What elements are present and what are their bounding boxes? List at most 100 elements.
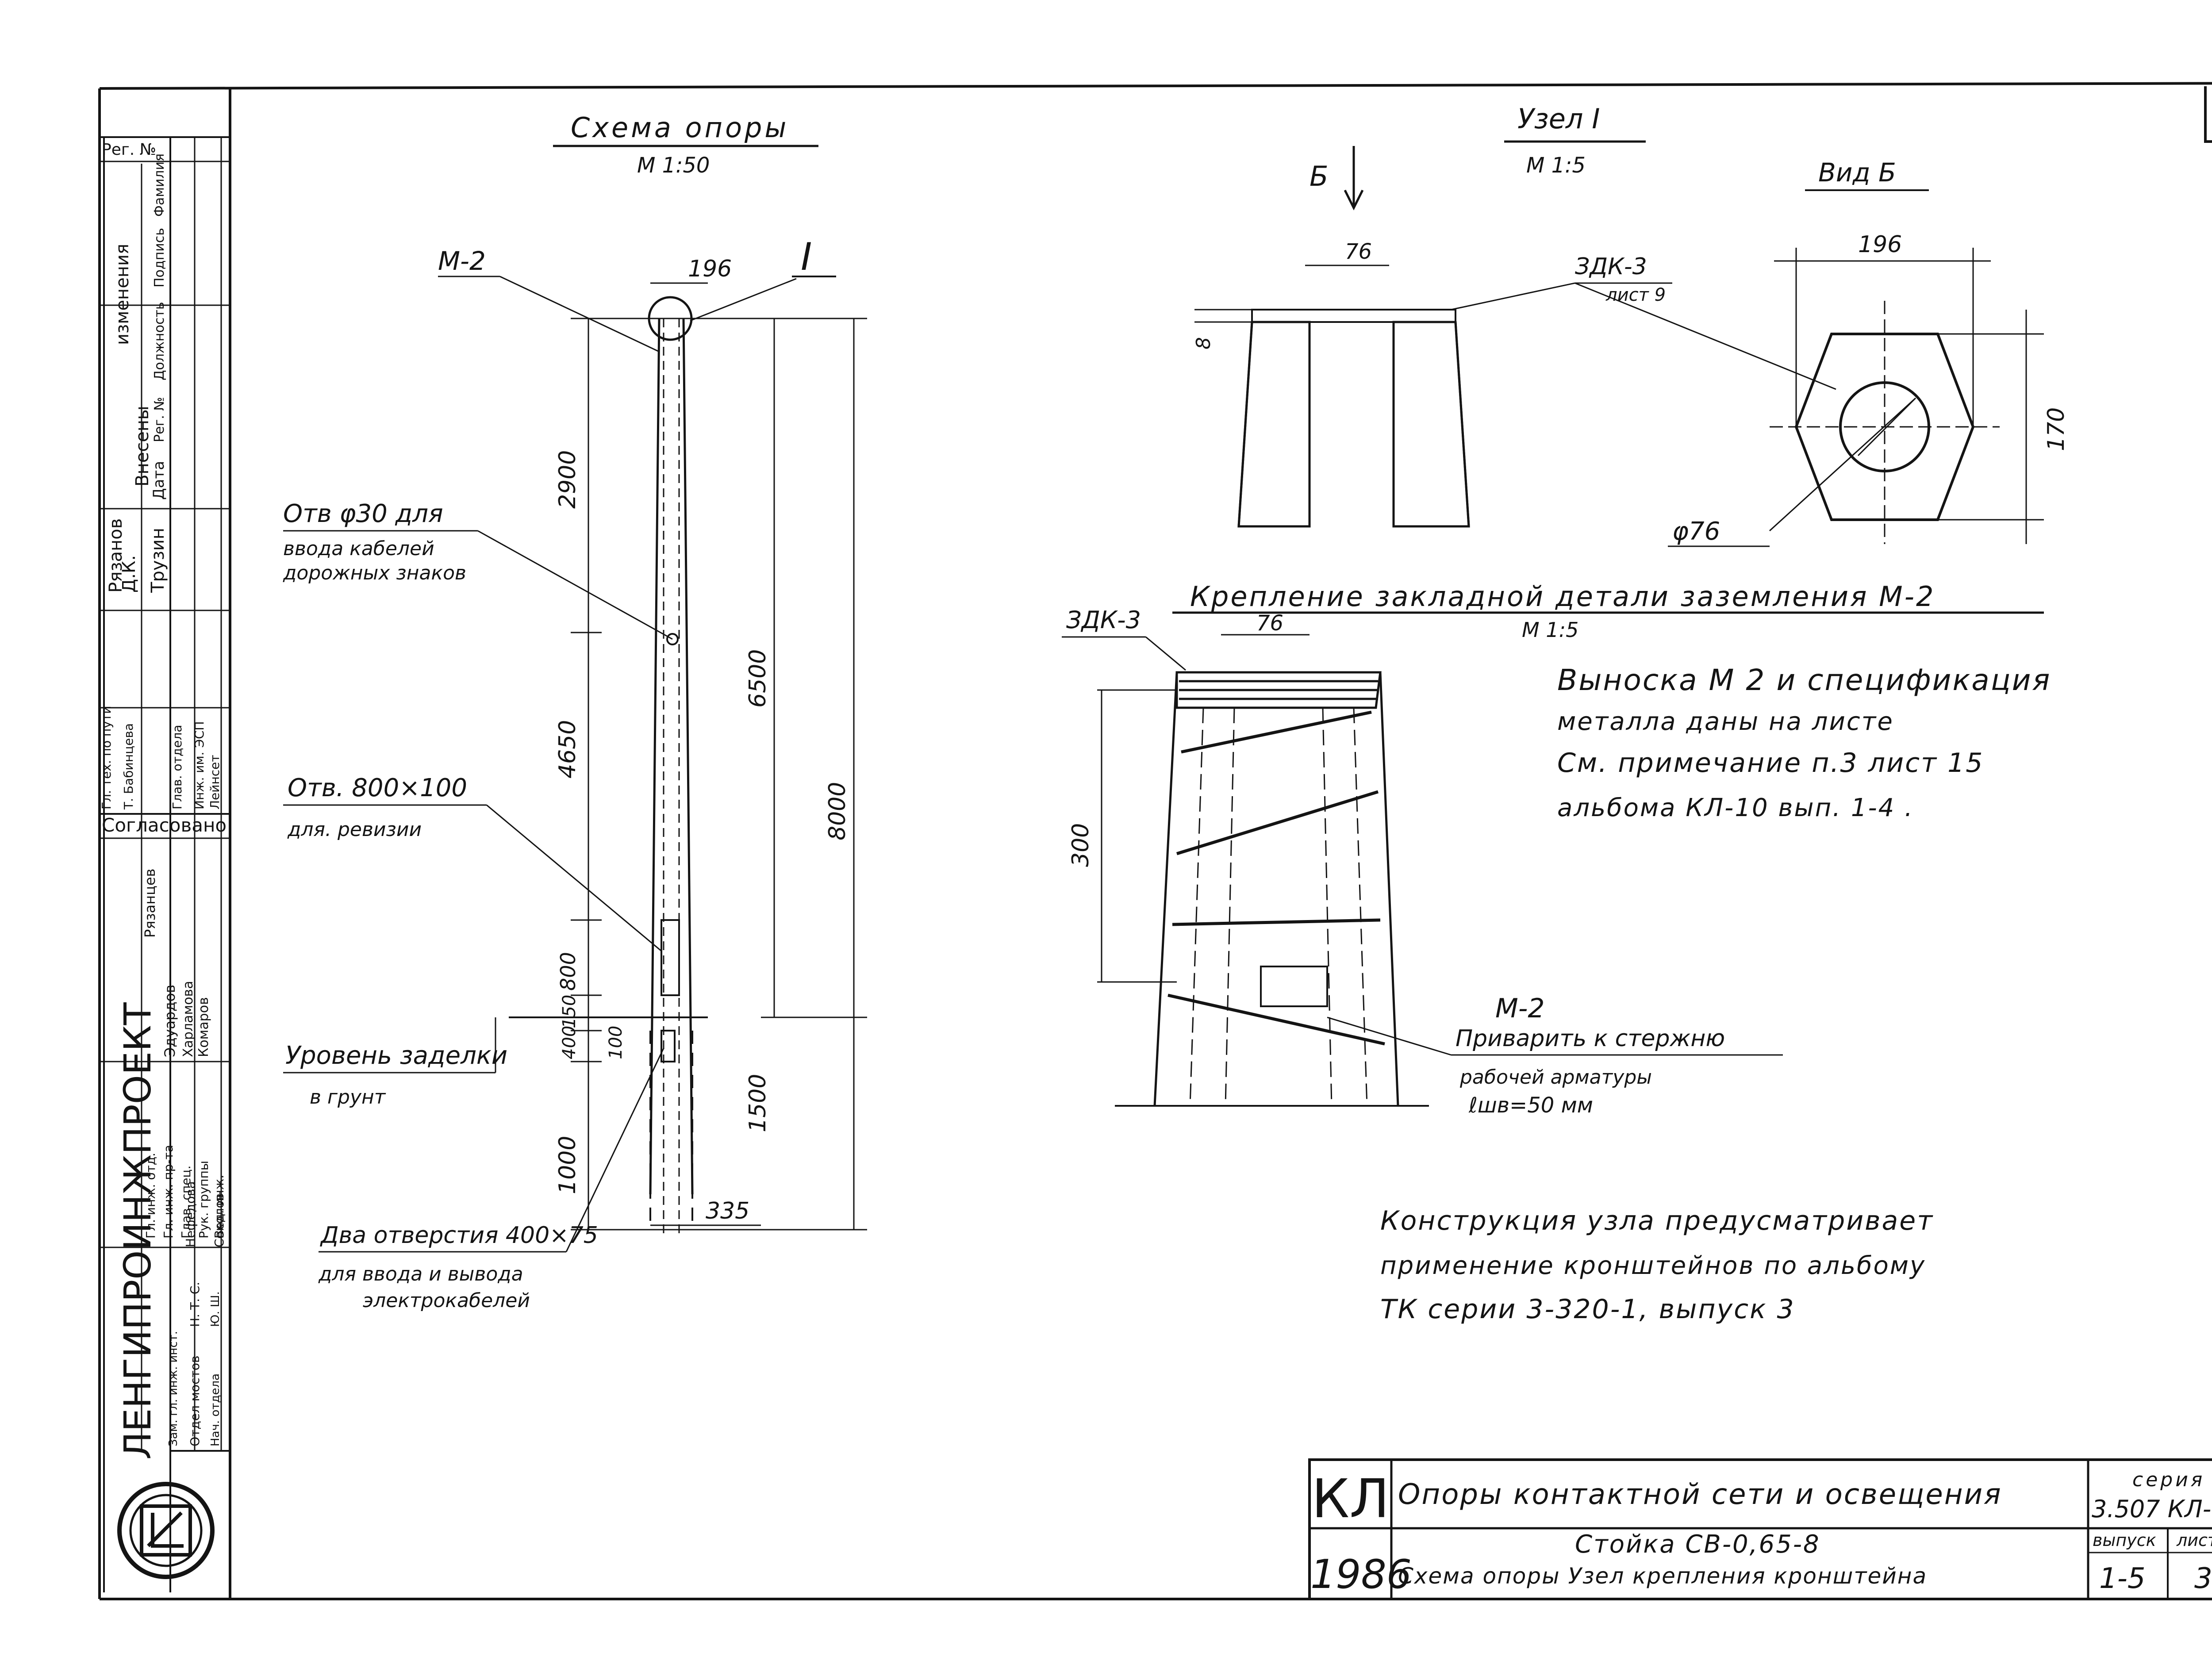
fastening-scale: М 1:5 [1522,618,1578,642]
construction-line2: применение кронштейнов по альбому [1380,1251,1926,1280]
fastening-zdk-label: ЗДК-3 [1066,606,1141,634]
role-1: Гл. инж. отд. [143,1153,158,1239]
title-block-subtitle-1: Стойка СВ-0,65-8 [1575,1530,1820,1559]
hole30-line3: дорожных знаков [283,562,466,584]
dim-1500: 1500 [745,1074,771,1132]
left-stamp: Рег. № Внесены изменения Дата Рег. № Дол… [99,136,230,1592]
weld-line2: рабочей арматуры [1459,1066,1652,1089]
title-block: КЛ 1986 Опоры контактной сети и освещени… [1308,1458,2212,1600]
dim-150: 150 [559,995,580,1028]
weld-line1: Приварить к стержню [1455,1025,1725,1052]
changes-label-2: изменения [112,244,133,345]
hole800-line2: для. ревизии [287,818,422,841]
title-block-year: 1986 [1310,1551,1412,1598]
name-4: Комаров [196,997,211,1057]
node-detail: Узел I М 1:5 Б 76 8 ЗДК-3 лист 9 [1192,103,1836,528]
node-scale: М 1:5 [1526,153,1586,178]
node-ref-I: I [801,235,812,279]
stamp-extra-3: Глав. отдела [170,725,184,809]
vynoska-line2: металла даны на листе [1557,707,1894,736]
dim-800: 800 [556,952,580,991]
fastening-m2-label: М-2 [1495,993,1545,1024]
view-b-dim-phi76: φ76 [1672,517,1720,546]
view-arrow-label: Б [1310,160,1329,192]
title-block-code: КЛ [1312,1469,1389,1530]
changes-header-sign: Подпись [152,228,167,288]
changes-label-1: Внесены [132,406,153,487]
name-7: Н. Т. С. [188,1282,202,1327]
changes-header-position: Должность [152,302,167,380]
node-dim-8: 8 [1192,337,1215,349]
m2-label: М-2 [438,246,486,276]
sheet-value: 3 [2194,1562,2212,1595]
construction-line1: Конструкция узла предусматривает [1380,1205,1934,1236]
dim-6500: 6500 [745,649,771,708]
role-3: Глав. спец. [179,1166,193,1239]
dim-335: 335 [706,1198,749,1224]
title-block-subtitle-2: Схема опоры Узел крепления кронштейна [1398,1563,1927,1589]
series-label: серия [2132,1469,2205,1491]
notes: Выноска М 2 и спецификация металла даны … [1380,663,2051,1325]
sheet-label: лист [2176,1530,2212,1550]
stamp-extra-1: Гл. тех. по пути [99,706,114,809]
two-holes-line1: Два отверстия 400×75 [320,1222,598,1249]
title-block-title: Опоры контактной сети и освещения [1398,1478,2002,1511]
weld-line3: ℓшв=50 мм [1468,1093,1593,1118]
node-zdk-sheet: лист 9 [1605,285,1666,305]
fastening-dim-76: 76 [1256,611,1283,636]
two-holes-line3: электрокабелей [363,1289,530,1312]
name-1: Рязанцев [142,869,158,938]
dim-1000: 1000 [554,1136,581,1194]
view-b-dim-196: 196 [1858,231,1902,258]
role-2: Гл. инж. пр-та [161,1145,176,1239]
dim-2900: 2900 [554,450,581,509]
view-b-dim-170: 170 [2043,407,2070,451]
stamp-person-3: Трузин [148,528,168,593]
role-6: Зам. гл. инж. инст. [167,1331,180,1446]
role-5: Вед. инж. [212,1175,227,1239]
node-title: Узел I [1517,103,1600,135]
fastening-detail: Крепление закладной детали заземления М-… [1062,580,2044,1118]
dim-400: 400 [559,1026,580,1059]
name-3: Харламова [180,981,196,1057]
pole-schema: Схема опоры М 1:50 196 I М-2 [283,111,867,1312]
role-8: Нач. отдела [209,1373,222,1446]
vynoska-line4: альбома КЛ-10 вып. 1-4 . [1557,794,1914,822]
hole800-line1: Отв. 800×100 [288,774,467,802]
hole30-line1: Отв φ30 для [283,499,443,528]
stamp-person-2: Д.К. [119,555,139,593]
series-value: 3.507 КЛ-10 [2092,1495,2212,1523]
construction-line3: ТК серии 3-320-1, выпуск 3 [1380,1294,1795,1325]
organisation-name: ЛЕНГИПРОИНЖПРОЕКТ [116,1002,159,1460]
name-8: Ю. Ш. [209,1291,222,1327]
view-b: Вид Б φ76 196 170 [1668,157,2070,547]
fastening-dim-300: 300 [1068,823,1094,867]
sheet-frame [98,82,2212,1600]
two-holes-line2: для ввода и вывода [318,1263,523,1285]
stamp-extra-5: Лейнсет [207,755,222,809]
vynoska-line1: Выноска М 2 и спецификация [1557,663,2051,697]
vynoska-line3: См. примечание п.3 лист 15 [1557,748,1984,778]
dim-top-196: 196 [688,256,732,282]
name-5: Нефедова [183,1181,198,1247]
role-4: Рук. группы [196,1161,211,1239]
fastening-title: Крепление закладной детали заземления М-… [1190,580,1935,613]
node-dim-76: 76 [1345,239,1372,264]
issue-value: 1-5 [2099,1562,2146,1595]
node-zdk-label: ЗДК-3 [1575,253,1647,280]
issue-label: выпуск [2093,1530,2156,1550]
ground-line2: в грунт [310,1086,386,1108]
name-2: Эдуардов [161,985,178,1057]
ground-line1: Уровень заделки [285,1041,507,1070]
changes-header-reg: Рег. № [152,397,167,442]
changes-header-date: Дата [150,461,168,500]
stamp-person-1: Рязанов [106,518,126,593]
stamp-extra-4: Инж. им. ЭСП [192,721,207,809]
agreed-label: Согласовано [102,814,227,836]
schema-title: Схема опоры [571,111,789,144]
role-7: Отдел мостов [188,1356,202,1446]
hole30-line2: ввода кабелей [283,537,434,560]
institute-logo [117,1482,215,1579]
stamp-extra-2: Т. Бабинцева [121,723,136,810]
